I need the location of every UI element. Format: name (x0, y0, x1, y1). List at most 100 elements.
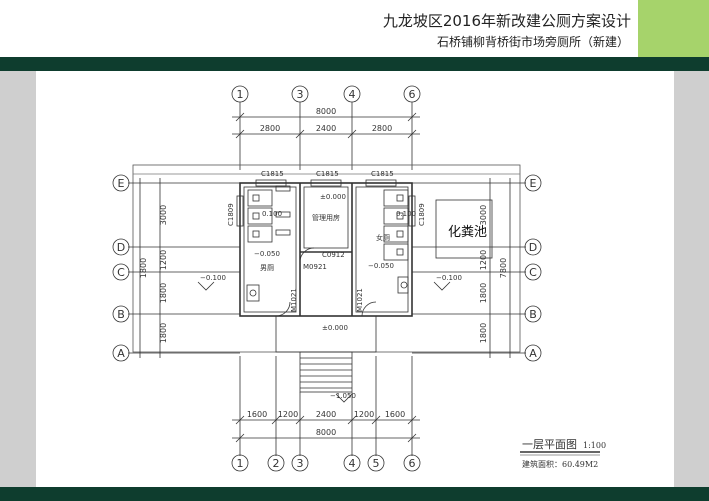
top-segment-dim: 2400 (316, 124, 336, 133)
top-axis-label: 4 (349, 88, 356, 101)
axis-bubble (524, 174, 542, 192)
page-title: 九龙坡区2016年新改建公厕方案设计 (382, 12, 631, 30)
level-label: 0.100 (396, 210, 416, 218)
level-label: −1.050 (330, 392, 356, 400)
level-label: −0.100 (436, 274, 462, 282)
bottom-segment-dim: 1600 (385, 410, 405, 419)
axis-bubble (524, 344, 542, 362)
bottom-band (0, 487, 709, 501)
entrance (275, 315, 377, 393)
top-axis-label: 3 (297, 88, 304, 101)
drawing-title: 一层平面图 (522, 438, 577, 451)
axis-bubble (231, 454, 249, 472)
left-dim: 1800 (159, 323, 168, 343)
window-label: C1815 (316, 170, 339, 178)
bottom-axis-label: 6 (409, 457, 416, 470)
axis-bubble (403, 85, 421, 103)
right-sub-dim: 7800 (499, 258, 508, 278)
top-dimension-lines (232, 112, 420, 139)
left-axis-label: B (117, 308, 125, 321)
bottom-axis-bubbles (231, 454, 421, 472)
axis-bubble (291, 454, 309, 472)
left-axis-label: E (118, 177, 125, 190)
right-dim: 1800 (479, 323, 488, 343)
drawing-sheet (36, 71, 674, 487)
bottom-total-dim: 8000 (316, 428, 336, 437)
header-area (0, 0, 709, 57)
level-label: 0.100 (262, 210, 282, 218)
axis-bubble (112, 344, 130, 362)
door-label: M1021 (290, 288, 298, 312)
left-dim: 3000 (159, 205, 168, 225)
left-axis-bubbles (112, 174, 130, 362)
right-axis-label: B (529, 308, 537, 321)
women-stalls (383, 189, 409, 294)
axis-bubble (367, 454, 385, 472)
axis-bubble (291, 85, 309, 103)
bottom-axis-label: 5 (373, 457, 380, 470)
window-label: C1815 (371, 170, 394, 178)
level-label: ±0.000 (322, 324, 348, 332)
axis-bubble (267, 454, 285, 472)
bottom-segment-dim: 1200 (278, 410, 298, 419)
room-label-women: 女厕 (376, 233, 390, 242)
level-label: −0.050 (368, 262, 394, 270)
top-axis-lines (239, 102, 413, 170)
door-label: M0921 (303, 263, 327, 271)
axis-bubble (524, 263, 542, 281)
room-label-management: 管理用房 (312, 213, 340, 222)
septic-tank-label: 化粪池 (448, 225, 487, 240)
drawing-title-block (520, 451, 600, 456)
left-axis-label: A (117, 347, 125, 360)
axis-bubble (231, 85, 249, 103)
right-dim: 3000 (479, 205, 488, 225)
bottom-axis-lines (232, 356, 420, 456)
left-axis-lines (128, 178, 240, 358)
top-segment-dim: 2800 (260, 124, 280, 133)
axis-bubble (112, 263, 130, 281)
axis-bubble (524, 238, 542, 256)
level-label: ±0.000 (320, 193, 346, 201)
door-label: M1021 (356, 288, 364, 312)
bottom-axis-label: 3 (297, 457, 304, 470)
right-axis-label: A (529, 347, 537, 360)
windows (236, 179, 416, 227)
page-subtitle: 石桥铺柳背桥街市场旁厕所（新建） (436, 35, 629, 49)
axis-bubble (343, 454, 361, 472)
window-label: C1815 (261, 170, 284, 178)
bottom-axis-label: 4 (349, 457, 356, 470)
building-area: 建筑面积：60.49M2 (522, 459, 598, 469)
axis-bubble (403, 454, 421, 472)
level-label: −0.100 (200, 274, 226, 282)
accent-block (638, 0, 709, 57)
right-axis-label: E (530, 177, 537, 190)
right-dim: 1800 (479, 283, 488, 303)
level-label: −0.050 (254, 250, 280, 258)
right-axis-lines (412, 178, 526, 358)
right-axis-bubbles (524, 174, 542, 362)
top-segment-dim: 2800 (372, 124, 392, 133)
left-dim: 1800 (159, 283, 168, 303)
right-dim: 1200 (479, 250, 488, 270)
left-sub-dim: 1800 (139, 258, 148, 278)
window-label: C1809 (418, 203, 426, 226)
men-stalls (246, 185, 291, 302)
axis-bubble (112, 305, 130, 323)
level-markers (197, 281, 451, 403)
axis-bubble (112, 174, 130, 192)
bottom-segment-dim: 1200 (354, 410, 374, 419)
axis-bubble (112, 238, 130, 256)
left-axis-label: D (117, 241, 125, 254)
right-axis-label: C (529, 266, 537, 279)
axis-bubble (524, 305, 542, 323)
drawing-scale: 1:100 (583, 441, 606, 450)
bottom-axis-label: 1 (237, 457, 244, 470)
window-label: C1809 (227, 203, 235, 226)
left-dim: 1200 (159, 250, 168, 270)
top-axis-label: 6 (409, 88, 416, 101)
septic-tank (435, 199, 493, 259)
top-axis-label: 1 (237, 88, 244, 101)
top-total-dim: 8000 (316, 107, 336, 116)
left-axis-label: C (117, 266, 125, 279)
